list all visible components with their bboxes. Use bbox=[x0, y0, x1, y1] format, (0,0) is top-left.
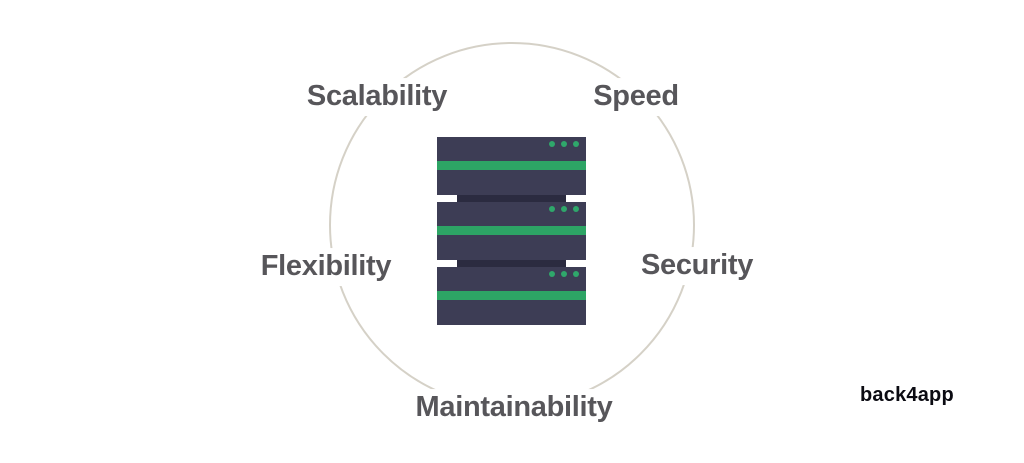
led-dot-icon bbox=[549, 271, 555, 277]
server-stripe bbox=[437, 161, 586, 170]
server-unit bbox=[437, 202, 586, 260]
server-led-lights-icon bbox=[549, 206, 579, 212]
server-unit bbox=[437, 267, 586, 325]
led-dot-icon bbox=[573, 271, 579, 277]
led-dot-icon bbox=[549, 141, 555, 147]
label-speed: Speed bbox=[585, 78, 687, 116]
server-connector-bar bbox=[457, 260, 566, 267]
server-led-lights-icon bbox=[549, 271, 579, 277]
label-flexibility: Flexibility bbox=[252, 248, 400, 286]
led-dot-icon bbox=[561, 206, 567, 212]
server-stripe bbox=[437, 226, 586, 235]
server-stack-icon bbox=[437, 137, 586, 325]
server-unit bbox=[437, 137, 586, 195]
label-maintainability: Maintainability bbox=[407, 389, 621, 427]
back4app-logo: back4app bbox=[860, 384, 954, 406]
server-led-lights-icon bbox=[549, 141, 579, 147]
server-connector bbox=[437, 195, 586, 202]
led-dot-icon bbox=[549, 206, 555, 212]
led-dot-icon bbox=[573, 206, 579, 212]
server-stripe bbox=[437, 291, 586, 300]
led-dot-icon bbox=[573, 141, 579, 147]
server-connector bbox=[437, 260, 586, 267]
led-dot-icon bbox=[561, 271, 567, 277]
label-security: Security bbox=[632, 247, 762, 285]
label-scalability: Scalability bbox=[298, 78, 456, 116]
server-connector-bar bbox=[457, 195, 566, 202]
led-dot-icon bbox=[561, 141, 567, 147]
